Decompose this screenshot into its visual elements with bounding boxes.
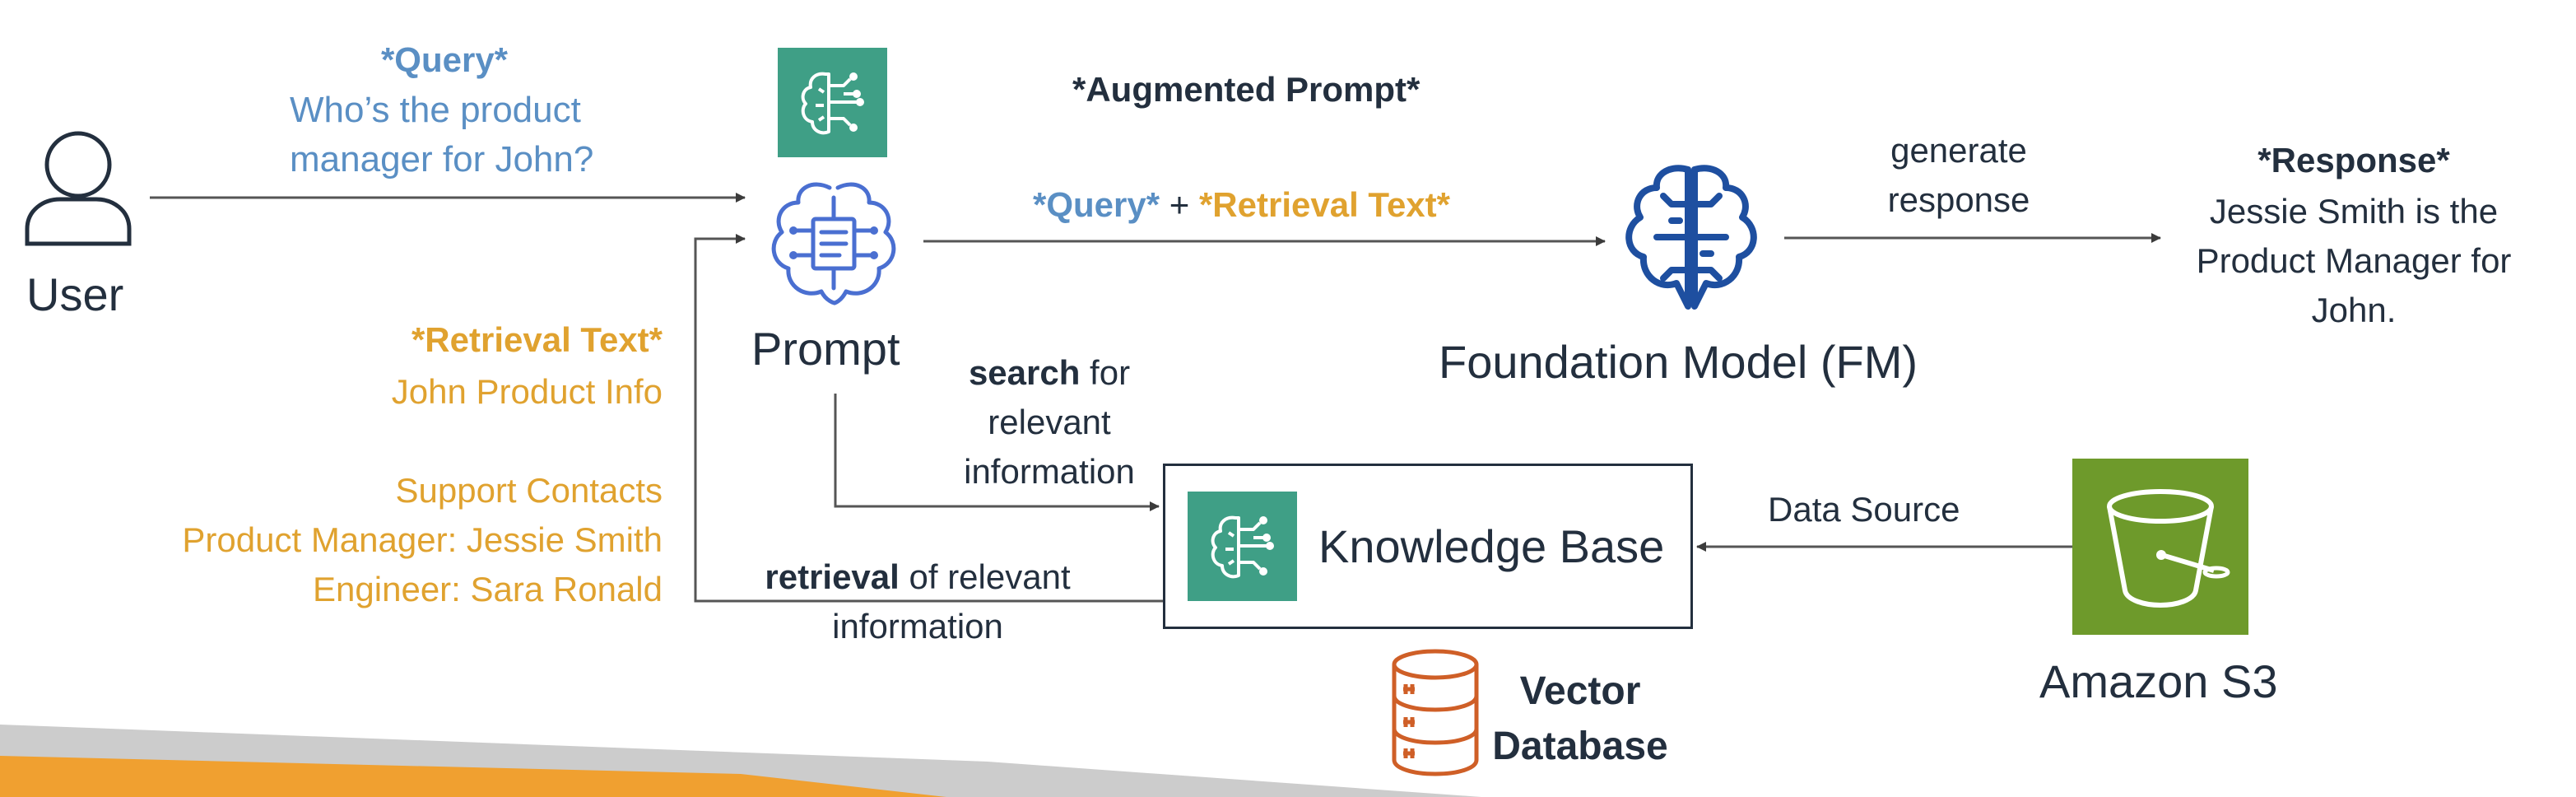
- query-line1: Who’s the product: [290, 90, 581, 130]
- foundation-model-label: Foundation Model (FM): [1439, 336, 1918, 388]
- knowledge-base-label: Knowledge Base: [1318, 520, 1665, 572]
- augmented-prompt-formula: *Query* + *Retrieval Text*: [1033, 188, 1450, 222]
- query-heading: *Query*: [380, 40, 509, 79]
- retrieval-text-heading: *Retrieval Text*: [411, 320, 663, 359]
- vector-database-icon: [1389, 646, 1481, 778]
- response-line2: Product Manager for: [2196, 241, 2512, 280]
- search-line2: relevant: [988, 403, 1111, 441]
- user-icon: [21, 124, 136, 247]
- response-line1: Jessie Smith is the: [2209, 192, 2499, 231]
- generate-line2: response: [1887, 180, 2030, 219]
- search-line1: search for: [922, 356, 1177, 390]
- knowledge-base-icon: [1188, 492, 1297, 601]
- knowledge-base-box: Knowledge Base: [1163, 464, 1693, 629]
- augmented-query-part: *Query*: [1033, 185, 1160, 224]
- amazon-s3-icon: [2072, 459, 2248, 635]
- vector-db-line1: Vector: [1519, 669, 1641, 713]
- retrieval-rest: of relevant: [899, 557, 1071, 596]
- retrieval-text-line4: Engineer: Sara Ronald: [313, 570, 663, 608]
- retrieval-line1: retrieval of relevant: [724, 560, 1111, 594]
- augmented-retrieval-part: *Retrieval Text*: [1198, 185, 1450, 224]
- query-line2: manager for John?: [290, 139, 594, 179]
- vector-db-line2: Database: [1492, 725, 1668, 768]
- prompt-brain-icon: [764, 173, 904, 313]
- augmented-plus: +: [1160, 185, 1199, 224]
- prompt-to-kb-search-arrow: [834, 394, 1160, 511]
- data-source-label: Data Source: [1768, 490, 1960, 529]
- augmented-prompt-label: *Augmented Prompt*: [1072, 70, 1421, 109]
- response-heading: *Response*: [2257, 141, 2450, 179]
- search-rest: for: [1080, 353, 1131, 392]
- search-line3: information: [964, 452, 1135, 491]
- generate-line1: generate: [1890, 131, 2027, 170]
- amazon-s3-label: Amazon S3: [2039, 655, 2278, 707]
- prompt-label: Prompt: [751, 323, 900, 375]
- search-bold: search: [968, 353, 1081, 392]
- foundation-model-icon: [1609, 161, 1774, 318]
- kb-to-prompt-retrieval-arrow: [694, 234, 1163, 603]
- response-line3: John.: [2311, 291, 2397, 329]
- retrieval-line2: information: [832, 607, 1003, 646]
- footer-orange-band: [0, 756, 946, 797]
- ai-service-icon: [778, 48, 887, 157]
- retrieval-bold: retrieval: [765, 557, 900, 596]
- retrieval-text-line2: Support Contacts: [395, 471, 663, 510]
- retrieval-text-line3: Product Manager: Jessie Smith: [182, 520, 663, 559]
- retrieval-text-line1: John Product Info: [391, 372, 663, 411]
- user-label: User: [26, 268, 124, 320]
